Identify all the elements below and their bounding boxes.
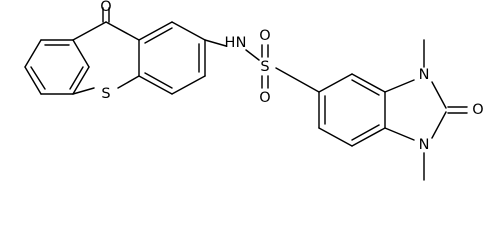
atom-label-carbonyl-oxygen: O [100,0,111,15]
atom-label-ring-sulfur: S [101,86,110,102]
thioxanthone-central-ring [72,7,140,95]
atom-label-sulfonyl-oxygen-top: O [259,28,270,44]
benzimidazolone-benzene-ring [318,73,386,147]
bond [245,49,260,61]
sulfonamide-linkage [204,39,320,93]
bond [384,127,415,141]
bond [204,39,227,47]
imidazolone-ring [384,39,468,181]
bond [351,127,386,147]
bond [72,87,95,95]
bond [105,21,140,41]
bond [24,66,42,95]
bond [431,111,447,139]
chemical-structure-diagram: O S H N S O O N N O [24,0,484,181]
bond [318,73,353,93]
thioxanthone-left-ring [24,39,90,95]
atom-label-sulfonamide-nitrogen: N [236,35,247,51]
bond [351,73,386,93]
bond [384,79,415,93]
atom-label-imidazolone-nitrogen-bottom: N [419,137,430,153]
bond [431,81,447,109]
atom-label-sulfonyl-sulfur: S [260,59,269,75]
thioxanthone-right-ring [138,21,206,95]
double-bond-inner [30,66,46,90]
double-bond-inner [351,124,380,141]
bond [138,21,173,41]
bond [72,66,90,95]
atom-label-imidazolone-nitrogen-top: N [419,67,430,83]
atom-label-sulfonamide-hydrogen: H [225,35,236,51]
bond [275,67,320,93]
atom-label-imidazolone-carbonyl-oxygen: O [472,102,483,118]
atom-label-sulfonyl-oxygen-bottom: O [259,90,270,106]
bond [318,127,353,147]
bond [138,75,173,95]
double-bond-inner [351,79,380,96]
bond [117,75,140,89]
bond [72,39,90,68]
bond [171,21,206,41]
double-bond-inner [144,72,173,89]
bond [72,21,107,41]
double-bond-inner [144,27,173,44]
bond [24,39,42,68]
double-bond-inner [69,66,84,90]
bond [171,75,206,95]
